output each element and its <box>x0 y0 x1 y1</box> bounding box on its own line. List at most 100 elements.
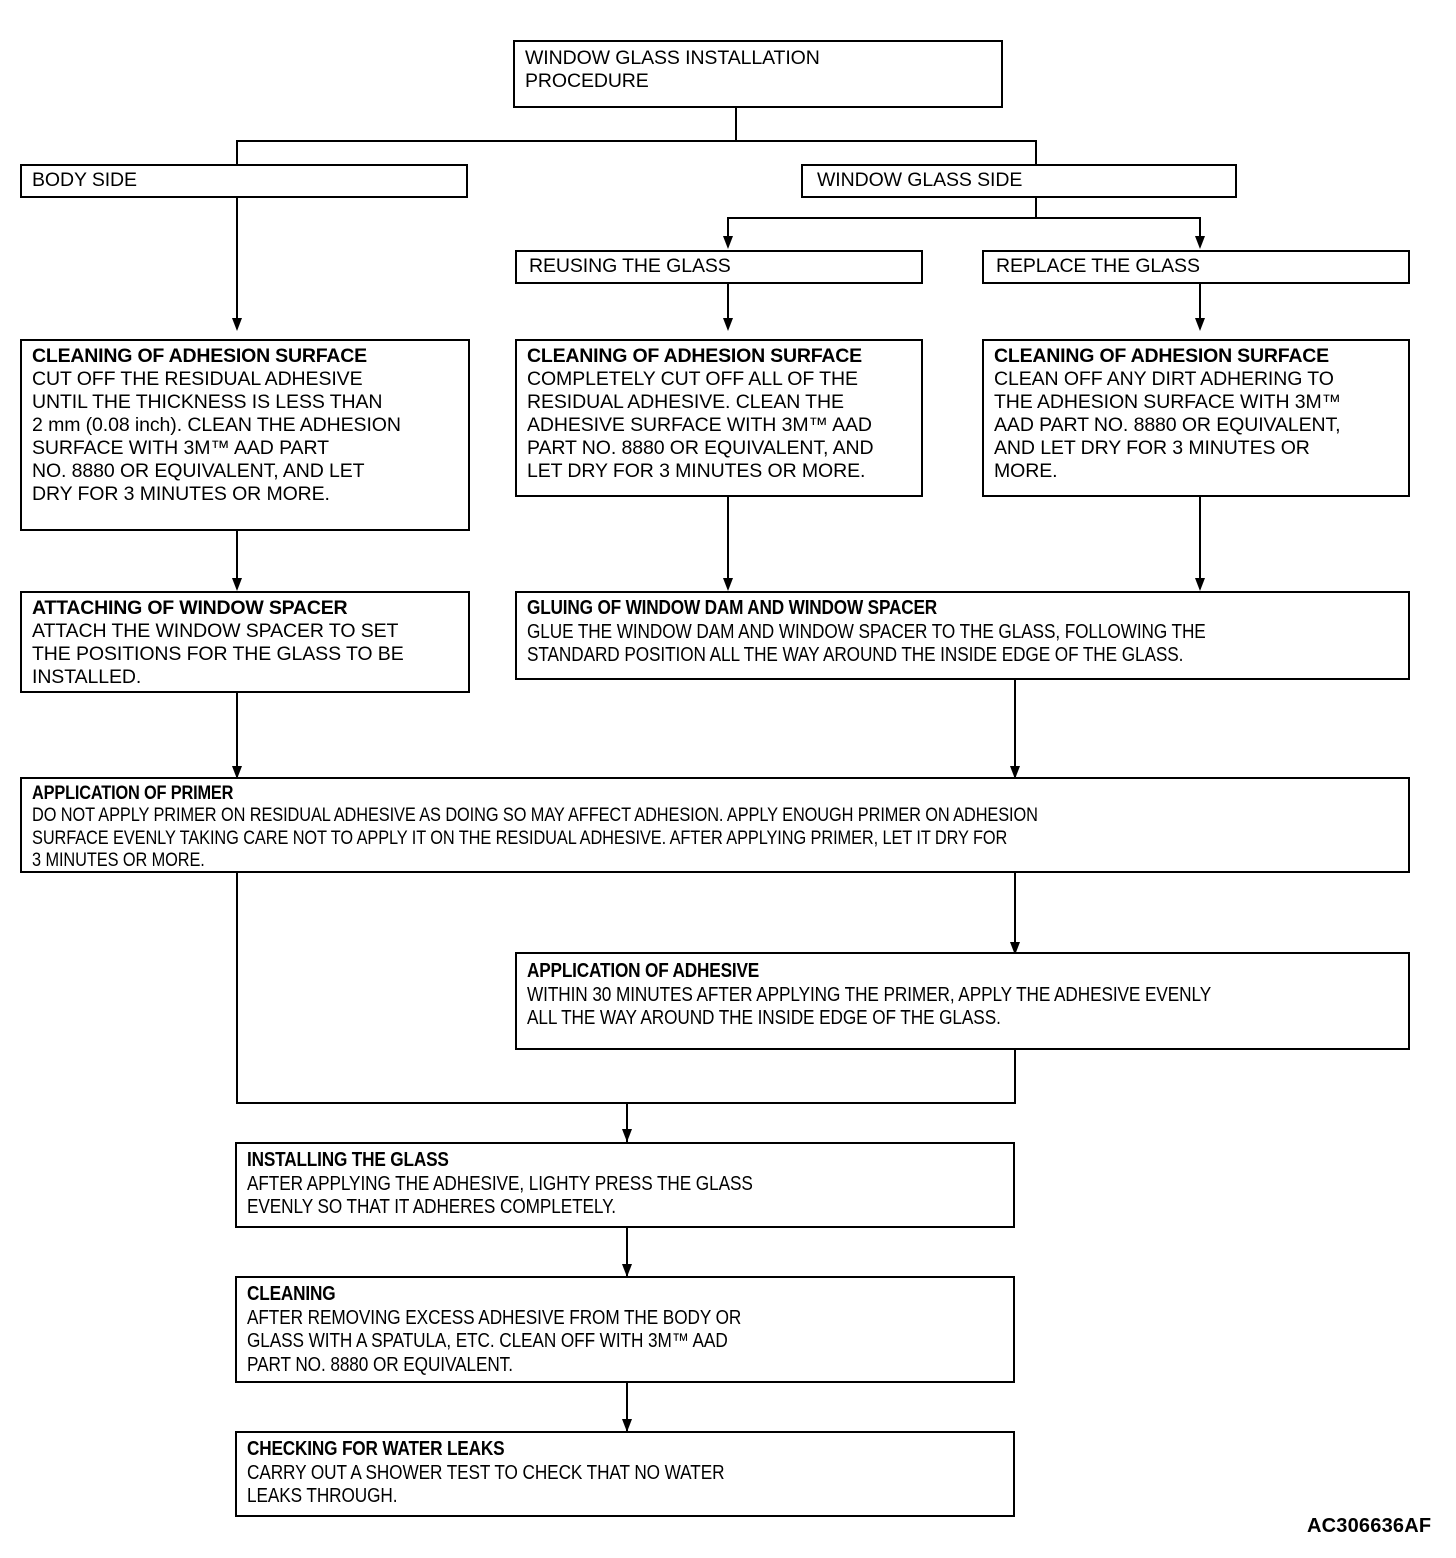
node-replace-glass-label: REPLACE THE GLASS <box>996 255 1200 277</box>
arrowhead-to-reusing <box>723 236 733 249</box>
node-cleaning-reuse-line: LET DRY FOR 3 MINUTES OR MORE. <box>527 460 866 482</box>
node-cleaning-reuse-line: RESIDUAL ADHESIVE. CLEAN THE <box>527 391 844 413</box>
arrowhead-to-replace <box>1195 236 1205 249</box>
node-application-primer[interactable]: APPLICATION OF PRIMER DO NOT APPLY PRIME… <box>20 777 1410 873</box>
node-attaching-spacer-line: INSTALLED. <box>32 666 142 688</box>
connector-to-replace <box>1199 217 1201 240</box>
node-cleaning-final-title: CLEANING <box>247 1283 336 1305</box>
connector-cleaning-to-checking <box>626 1383 628 1431</box>
arrowhead-reusing-to-cleaning <box>723 318 733 331</box>
node-cleaning-final-line: GLASS WITH A SPATULA, ETC. CLEAN OFF WIT… <box>247 1330 728 1353</box>
node-root-line2: PROCEDURE <box>525 70 649 92</box>
arrowhead-cleaningmid-to-gluing <box>723 578 733 591</box>
arrowhead-primer-to-adhesive <box>1010 942 1020 955</box>
node-cleaning-reuse-line: ADHESIVE SURFACE WITH 3M™ AAD <box>527 414 872 436</box>
arrowhead-replace-to-cleaning <box>1195 318 1205 331</box>
node-cleaning-reuse-line: COMPLETELY CUT OFF ALL OF THE <box>527 368 858 390</box>
arrowhead-attaching-to-primer <box>232 766 242 779</box>
arrowhead-cleaning-to-checking <box>622 1419 632 1432</box>
node-application-primer-line: DO NOT APPLY PRIMER ON RESIDUAL ADHESIVE… <box>32 805 1038 827</box>
arrowhead-gluing-to-primer <box>1010 766 1020 779</box>
connector-primer-down <box>236 873 238 1104</box>
node-cleaning-replace-line: MORE. <box>994 460 1058 482</box>
node-cleaning-body-line: 2 mm (0.08 inch). CLEAN THE ADHESION <box>32 414 401 436</box>
node-cleaning-replace-title: CLEANING OF ADHESION SURFACE <box>994 345 1329 367</box>
connector-root-split <box>236 140 1036 142</box>
node-application-primer-title: APPLICATION OF PRIMER <box>32 783 234 804</box>
node-reusing-glass-label: REUSING THE GLASS <box>529 255 731 277</box>
node-cleaning-reuse-line: PART NO. 8880 OR EQUIVALENT, AND <box>527 437 874 459</box>
node-cleaning-final[interactable]: CLEANING AFTER REMOVING EXCESS ADHESIVE … <box>235 1276 1015 1383</box>
node-installing-glass-title: INSTALLING THE GLASS <box>247 1149 449 1171</box>
connector-attaching-to-primer <box>236 693 238 777</box>
node-application-adhesive-line: ALL THE WAY AROUND THE INSIDE EDGE OF TH… <box>527 1007 1001 1030</box>
connector-adhesive-down <box>1014 1050 1016 1104</box>
node-cleaning-body-line: SURFACE WITH 3M™ AAD PART <box>32 437 329 459</box>
node-window-glass-side[interactable]: WINDOW GLASS SIDE <box>801 164 1237 198</box>
connector-to-reusing <box>727 217 729 240</box>
node-application-primer-line: 3 MINUTES OR MORE. <box>32 850 205 872</box>
node-application-adhesive-title: APPLICATION OF ADHESIVE <box>527 960 760 982</box>
node-cleaning-final-line: PART NO. 8880 OR EQUIVALENT. <box>247 1353 513 1376</box>
node-application-primer-line: SURFACE EVENLY TAKING CARE NOT TO APPLY … <box>32 827 1008 849</box>
node-checking-leaks[interactable]: CHECKING FOR WATER LEAKS CARRY OUT A SHO… <box>235 1431 1015 1517</box>
node-body-side[interactable]: BODY SIDE <box>20 164 468 198</box>
connector-to-window-glass-side <box>1035 140 1037 166</box>
node-checking-leaks-line: LEAKS THROUGH. <box>247 1485 398 1508</box>
connector-installing-to-cleaning <box>626 1228 628 1276</box>
connector-primer-to-adhesive <box>1014 873 1016 952</box>
connector-bodyside-to-cleaning <box>236 196 238 322</box>
node-gluing-dam-title: GLUING OF WINDOW DAM AND WINDOW SPACER <box>527 597 938 619</box>
node-replace-glass[interactable]: REPLACE THE GLASS <box>982 250 1410 284</box>
node-cleaning-replace[interactable]: CLEANING OF ADHESION SURFACE CLEAN OFF A… <box>982 339 1410 497</box>
node-cleaning-replace-line: CLEAN OFF ANY DIRT ADHERING TO <box>994 368 1334 390</box>
node-attaching-spacer-line: THE POSITIONS FOR THE GLASS TO BE <box>32 643 404 665</box>
node-cleaning-reuse[interactable]: CLEANING OF ADHESION SURFACE COMPLETELY … <box>515 339 923 497</box>
connector-replace-to-cleaning <box>1199 284 1201 322</box>
node-attaching-spacer-line: ATTACH THE WINDOW SPACER TO SET <box>32 620 399 642</box>
node-gluing-dam-line: STANDARD POSITION ALL THE WAY AROUND THE… <box>527 644 1184 667</box>
node-cleaning-body[interactable]: CLEANING OF ADHESION SURFACE CUT OFF THE… <box>20 339 470 531</box>
node-cleaning-body-title: CLEANING OF ADHESION SURFACE <box>32 345 367 367</box>
node-body-side-label: BODY SIDE <box>32 169 137 191</box>
connector-to-body-side <box>236 140 238 166</box>
node-reusing-glass[interactable]: REUSING THE GLASS <box>515 250 923 284</box>
connector-wgs-split <box>727 217 1200 219</box>
node-cleaning-body-line: DRY FOR 3 MINUTES OR MORE. <box>32 483 330 505</box>
node-cleaning-body-line: CUT OFF THE RESIDUAL ADHESIVE <box>32 368 363 390</box>
node-cleaning-reuse-title: CLEANING OF ADHESION SURFACE <box>527 345 862 367</box>
node-root-line1: WINDOW GLASS INSTALLATION <box>525 47 820 69</box>
arrowhead-cleaning-to-attaching <box>232 578 242 591</box>
node-gluing-dam[interactable]: GLUING OF WINDOW DAM AND WINDOW SPACER G… <box>515 591 1410 680</box>
node-application-adhesive[interactable]: APPLICATION OF ADHESIVE WITHIN 30 MINUTE… <box>515 952 1410 1050</box>
arrowhead-cleaningright-to-gluing <box>1195 578 1205 591</box>
connector-junction-to-installing <box>626 1102 628 1143</box>
node-checking-leaks-line: CARRY OUT A SHOWER TEST TO CHECK THAT NO… <box>247 1461 725 1484</box>
connector-adhesive-to-junction <box>626 1102 1016 1104</box>
connector-root-stem <box>735 107 737 141</box>
connector-gluing-to-primer <box>1014 680 1016 777</box>
node-checking-leaks-title: CHECKING FOR WATER LEAKS <box>247 1438 505 1460</box>
connector-wgs-stem <box>1035 196 1037 218</box>
arrowhead-bodyside-to-cleaning <box>232 318 242 331</box>
node-installing-glass-line: EVENLY SO THAT IT ADHERES COMPLETELY. <box>247 1196 616 1219</box>
node-root[interactable]: WINDOW GLASS INSTALLATION PROCEDURE <box>513 40 1003 108</box>
connector-primer-to-junction <box>236 1102 628 1104</box>
figure-code: AC306636AF <box>1307 1515 1432 1537</box>
node-cleaning-body-line: NO. 8880 OR EQUIVALENT, AND LET <box>32 460 365 482</box>
node-cleaning-replace-line: AAD PART NO. 8880 OR EQUIVALENT, <box>994 414 1341 436</box>
node-application-adhesive-line: WITHIN 30 MINUTES AFTER APPLYING THE PRI… <box>527 983 1212 1006</box>
node-window-glass-side-label: WINDOW GLASS SIDE <box>817 169 1023 191</box>
connector-cleaningmid-to-gluing <box>727 497 729 581</box>
node-installing-glass[interactable]: INSTALLING THE GLASS AFTER APPLYING THE … <box>235 1142 1015 1228</box>
node-installing-glass-line: AFTER APPLYING THE ADHESIVE, LIGHTY PRES… <box>247 1172 753 1195</box>
node-attaching-spacer-title: ATTACHING OF WINDOW SPACER <box>32 597 348 619</box>
node-gluing-dam-line: GLUE THE WINDOW DAM AND WINDOW SPACER TO… <box>527 620 1206 643</box>
node-cleaning-final-line: AFTER REMOVING EXCESS ADHESIVE FROM THE … <box>247 1306 742 1329</box>
connector-reusing-to-cleaning <box>727 284 729 322</box>
arrowhead-junction-to-installing <box>622 1129 632 1142</box>
connector-cleaningright-to-gluing <box>1199 497 1201 581</box>
arrowhead-installing-to-cleaning <box>622 1264 632 1277</box>
node-attaching-spacer[interactable]: ATTACHING OF WINDOW SPACER ATTACH THE WI… <box>20 591 470 693</box>
